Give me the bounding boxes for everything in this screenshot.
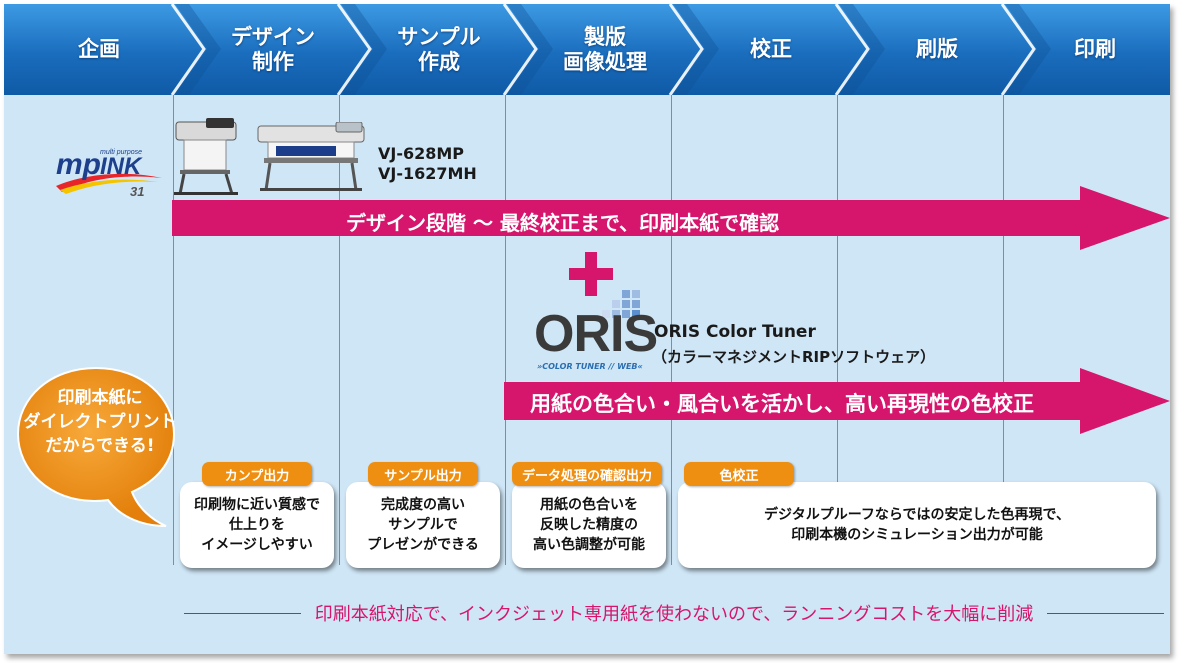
stage-chevrons bbox=[4, 4, 1170, 95]
mpink-logo-graphic: mp INK multi purpose 31 bbox=[56, 148, 162, 199]
footer-line-right bbox=[1047, 612, 1164, 614]
footer-note: 印刷本紙対応で、インクジェット専用紙を使わないので、ランニングコストを大幅に削減 bbox=[184, 600, 1164, 626]
workflow-diagram: 企画 デザイン 制作 サンプル 作成 製版 画像処理 校正 刷版 印刷 mp I… bbox=[4, 4, 1170, 654]
tag-color-proof: 色校正 bbox=[684, 462, 794, 486]
column-divider bbox=[339, 95, 340, 565]
info-box-color-proof: デジタルプルーフならではの安定した色再現で、 印刷本機のシミュレーション出力が可… bbox=[678, 482, 1156, 568]
printer-vj1627mh-image bbox=[257, 122, 365, 191]
mpink-31: 31 bbox=[130, 184, 144, 199]
info-box-comp: 印刷物に近い質感で 仕上りを イメージしやすい bbox=[180, 482, 334, 568]
oris-product-desc: （カラーマネジメントRIPソフトウェア） bbox=[652, 348, 936, 366]
oris-logo-word: ORIS bbox=[534, 305, 658, 363]
info-box-data-check: 用紙の色合いを 反映した精度の 高い色調整が可能 bbox=[512, 482, 666, 568]
stage-planning: 企画 bbox=[78, 37, 120, 61]
plus-icon bbox=[569, 252, 613, 296]
speech-bubble bbox=[16, 366, 176, 527]
oris-logo-sub: »COLOR TUNER // WEB« bbox=[537, 362, 643, 371]
stage-proof: 校正 bbox=[750, 37, 792, 61]
bubble-line-3: だからできる! bbox=[45, 436, 155, 456]
column-divider bbox=[837, 95, 838, 565]
printer-vj628mp-image bbox=[174, 118, 238, 195]
stage-print: 印刷 bbox=[1074, 37, 1116, 61]
arrow-color-proof bbox=[504, 368, 1170, 434]
mpink-ink: INK bbox=[100, 153, 143, 180]
footer-line-left bbox=[184, 612, 301, 614]
oris-logo-squares bbox=[602, 290, 640, 318]
stage-prepress: 製版 画像処理 bbox=[563, 24, 647, 74]
mpink-multi: multi purpose bbox=[100, 149, 142, 156]
model-vj628mp: VJ-628MP bbox=[378, 144, 465, 163]
model-vj1627mh: VJ-1627MH bbox=[378, 164, 477, 183]
bubble-line-1: 印刷本紙に bbox=[57, 388, 143, 408]
mpink-mp: mp bbox=[56, 148, 101, 181]
stage-sample: サンプル 作成 bbox=[397, 24, 481, 74]
speech-bubble-text: 印刷本紙に ダイレクトプリント だからできる! bbox=[20, 386, 180, 458]
arrow-design-to-proof bbox=[172, 186, 1170, 250]
tag-data-check-output: データ処理の確認出力 bbox=[512, 462, 662, 486]
info-box-sample: 完成度の高い サンプルで プレゼンができる bbox=[346, 482, 500, 568]
stage-design: デザイン 制作 bbox=[231, 24, 315, 74]
column-divider bbox=[671, 95, 672, 565]
column-divider bbox=[173, 95, 174, 565]
tag-comp-output: カンプ出力 bbox=[202, 462, 312, 486]
mpink-logo: mp INK multi purpose 31 bbox=[54, 144, 164, 199]
column-divider bbox=[505, 95, 506, 565]
oris-product-name: ORIS Color Tuner bbox=[654, 322, 816, 342]
stage-header: 企画 デザイン 制作 サンプル 作成 製版 画像処理 校正 刷版 印刷 bbox=[4, 4, 1170, 95]
tag-sample-output: サンプル出力 bbox=[368, 462, 478, 486]
arrow-bottom-text: 用紙の色合い・風合いを活かし、高い再現性の色校正 bbox=[530, 392, 1034, 416]
arrow-top-text: デザイン段階 〜 最終校正まで、印刷本紙で確認 bbox=[346, 211, 780, 235]
column-divider bbox=[1003, 95, 1004, 565]
stage-plate: 刷版 bbox=[916, 37, 958, 61]
footer-text: 印刷本紙対応で、インクジェット専用紙を使わないので、ランニングコストを大幅に削減 bbox=[314, 604, 1034, 625]
bubble-line-2: ダイレクトプリント bbox=[23, 412, 177, 432]
